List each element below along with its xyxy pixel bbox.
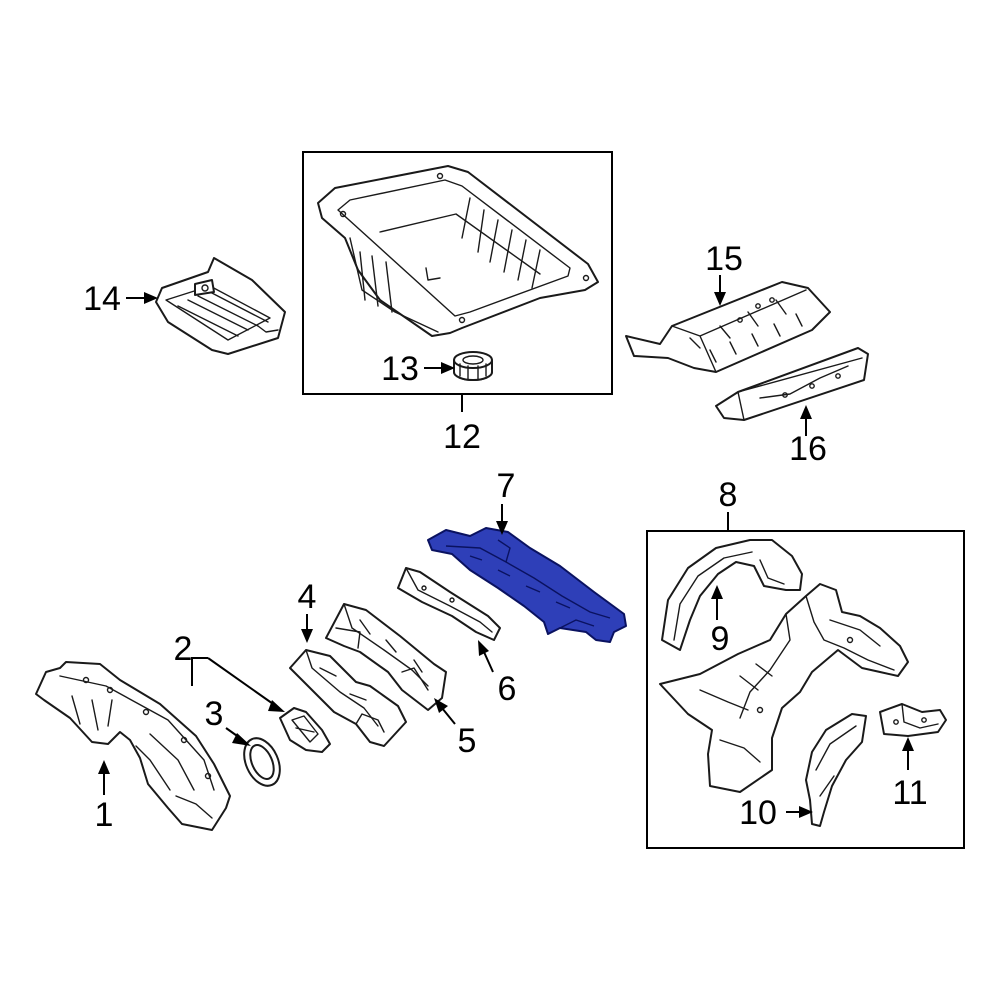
callout-6: 6 — [498, 670, 517, 708]
part-7-crossmember-highlighted[interactable] — [427, 527, 627, 643]
part-11-bracket[interactable] — [879, 703, 947, 737]
callout-15: 15 — [705, 240, 743, 278]
callout-9: 9 — [711, 620, 730, 658]
callout-4: 4 — [298, 578, 317, 616]
part-14-storage-tray[interactable] — [155, 257, 286, 355]
callout-14: 14 — [83, 280, 121, 318]
part-12-spare-tire-tub[interactable] — [317, 165, 599, 337]
callout-11: 11 — [892, 774, 927, 812]
part-1-rear-floor-panel[interactable] — [35, 661, 231, 831]
callout-5: 5 — [458, 722, 477, 760]
callout-12: 12 — [443, 418, 481, 456]
part-2-cover-plate[interactable] — [279, 707, 331, 753]
wheelhouse-group-box — [646, 530, 965, 849]
leader-lines — [98, 275, 914, 818]
callout-10: 10 — [739, 794, 777, 832]
part-6-reinforcement[interactable] — [397, 567, 501, 641]
part-5-crossmember[interactable] — [325, 603, 447, 711]
part-13-plug[interactable] — [453, 351, 493, 381]
callout-3: 3 — [205, 695, 224, 733]
callout-labels: 1 2 3 4 5 6 7 8 9 10 11 12 13 14 15 16 — [83, 240, 928, 834]
callout-1: 1 — [95, 796, 114, 834]
callout-2: 2 — [174, 630, 193, 668]
spare-tire-tub-group-box — [302, 151, 613, 395]
part-4-crossmember-bracket[interactable] — [289, 649, 407, 747]
part-16-rail-extension[interactable] — [715, 347, 869, 421]
part-10-wheelhouse-extension[interactable] — [805, 713, 867, 827]
part-15-rear-rail[interactable] — [625, 281, 831, 373]
callout-8: 8 — [719, 476, 738, 514]
callout-13: 13 — [381, 350, 419, 388]
callout-16: 16 — [789, 430, 827, 468]
part-9-wheelhouse-arch[interactable] — [661, 539, 803, 651]
part-8-inner-wheelhouse[interactable] — [659, 583, 909, 793]
part-3-grommet[interactable] — [237, 733, 287, 792]
callout-7: 7 — [497, 467, 516, 505]
